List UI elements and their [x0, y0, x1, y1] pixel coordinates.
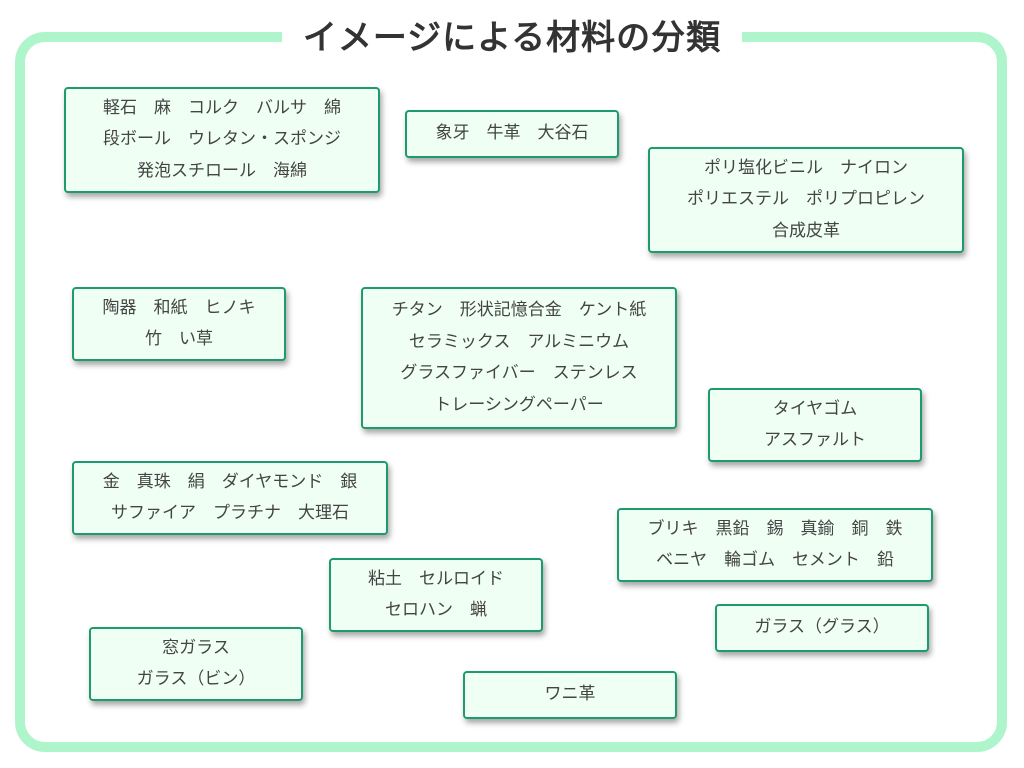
material-card-window-glass: 窓ガラス ガラス（ビン） [89, 627, 303, 701]
card-line: 竹 い草 [145, 329, 213, 349]
card-line: 陶器 和紙 ヒノキ [102, 297, 256, 318]
card-line: ガラス（グラス） [754, 617, 890, 638]
card-line: チタン 形状記憶合金 ケント紙 [391, 300, 647, 320]
card-line: グラスファイバー ステンレス [400, 363, 638, 383]
card-line: ワニ革 [544, 684, 596, 705]
material-card-japanese-natural: 陶器 和紙 ヒノキ 竹 い草 [72, 287, 286, 361]
card-line: アスファルト [764, 430, 866, 450]
card-line: 発泡スチロール 海綿 [137, 160, 307, 181]
card-line: 段ボール ウレタン・スポンジ [103, 129, 341, 150]
card-line: ブリキ 黒鉛 錫 真鍮 銅 鉄 [647, 518, 903, 539]
material-card-light-soft: 軽石 麻 コルク バルサ 綿 段ボール ウレタン・スポンジ 発泡スチロール 海綿 [64, 87, 380, 193]
card-line: 粘土 セルロイド [368, 568, 504, 589]
card-line: トレーシングペーパー [434, 394, 604, 415]
card-line: セラミックス アルミニウム [408, 331, 630, 352]
material-card-glass-fiber: ガラス（グラス） [715, 604, 929, 652]
material-card-synthetic: ポリ塩化ビニル ナイロン ポリエステル ポリプロピレン 合成皮革 [648, 147, 964, 253]
card-line: ガラス（ビン） [136, 669, 256, 689]
card-line: セロハン 蝋 [385, 600, 487, 620]
diagram-title: イメージによる材料の分類 [282, 12, 742, 64]
card-line: 象牙 牛革 大谷石 [435, 123, 589, 144]
material-card-modern-materials: チタン 形状記憶合金 ケント紙 セラミックス アルミニウム グラスファイバー ス… [361, 287, 677, 429]
card-line: 軽石 麻 コルク バルサ 綿 [103, 97, 341, 118]
card-line: 窓ガラス [162, 637, 230, 658]
material-card-clay-celluloid: 粘土 セルロイド セロハン 蝋 [329, 558, 543, 632]
card-line: タイヤゴム [772, 398, 858, 419]
material-card-crocodile-leather: ワニ革 [463, 671, 677, 719]
material-card-precious: 金 真珠 絹 ダイヤモンド 銀 サファイア プラチナ 大理石 [72, 461, 388, 535]
material-card-metals-industrial: ブリキ 黒鉛 錫 真鍮 銅 鉄 ベニヤ 輪ゴム セメント 鉛 [617, 508, 933, 582]
material-card-rubber-asphalt: タイヤゴム アスファルト [708, 388, 922, 462]
card-line: ベニヤ 輪ゴム セメント 鉛 [656, 550, 894, 570]
card-line: 金 真珠 絹 ダイヤモンド 銀 [102, 471, 358, 492]
material-card-natural-hard: 象牙 牛革 大谷石 [405, 110, 619, 158]
card-line: ポリエステル ポリプロピレン [687, 189, 925, 210]
card-line: サファイア プラチナ 大理石 [111, 503, 349, 523]
card-line: 合成皮革 [772, 220, 840, 241]
card-line: ポリ塩化ビニル ナイロン [704, 157, 908, 178]
